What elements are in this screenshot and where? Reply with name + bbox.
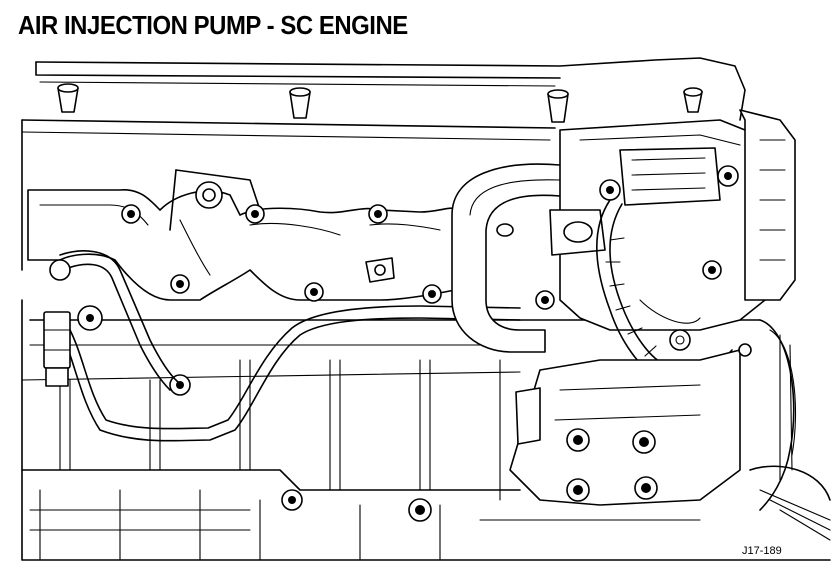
drive-pulley — [738, 319, 831, 541]
figure-reference: J17-189 — [742, 545, 782, 557]
page-title: AIR INJECTION PUMP - SC ENGINE — [18, 10, 408, 40]
manifold-studs — [121, 204, 555, 396]
air-injection-pipe — [43, 250, 521, 442]
air-injection-pump — [549, 109, 796, 351]
cover-bolt — [547, 89, 569, 123]
exhaust-manifold — [27, 169, 461, 301]
manifold-stud — [121, 204, 141, 224]
cover-bolt — [683, 87, 703, 113]
manifold-stud — [170, 274, 190, 294]
pump-mounting-bracket — [281, 349, 741, 522]
cam-cover — [21, 57, 746, 271]
cover-bolt — [57, 83, 79, 113]
manifold-stud — [422, 284, 442, 304]
cover-bolts — [57, 83, 703, 123]
manifold-stud — [245, 204, 265, 224]
pump-connector — [619, 147, 721, 206]
manifold-stud — [368, 204, 388, 224]
cover-bolt — [289, 87, 311, 119]
manifold-stud — [535, 290, 555, 310]
pipe-union-nut — [43, 311, 71, 369]
engine-block — [21, 299, 831, 561]
manifold-stud — [304, 282, 324, 302]
air-hose — [451, 163, 601, 353]
